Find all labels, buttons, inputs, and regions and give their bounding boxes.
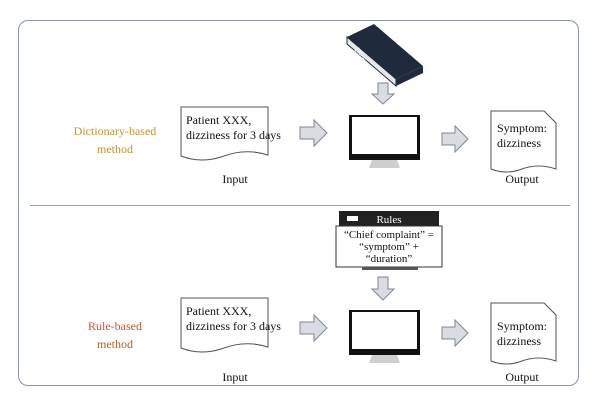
document-icon [490,302,557,365]
dictionary-method-label: Dictionary-based method [60,122,170,158]
dictionary-method-line2: method [97,142,133,156]
bottom-input-caption: Input [222,370,248,384]
arrow-down-icon [370,82,396,105]
arrow-right-icon [441,318,469,348]
section-divider [30,205,570,206]
top-input-text: Patient XXX, dizziness for 3 days [186,113,281,143]
rule-method-line1: Rule-based [88,319,142,333]
rule-line1: “Chief complaint” = [344,229,434,241]
document-icon [490,110,557,173]
rule-line3: “duration” [365,253,413,265]
top-output-caption: Output [505,172,539,186]
top-input-caption: Input [222,172,248,186]
monitor-icon [349,310,420,363]
top-input-line1: Patient XXX, [186,113,252,127]
rules-text: “Chief complaint” = “symptom” + “duratio… [336,229,442,265]
bottom-input-line1: Patient XXX, [186,304,252,318]
top-output-line1: Symptom: [497,121,548,135]
bottom-input-text: Patient XXX, dizziness for 3 days [186,304,281,334]
rule-method-label: Rule-based method [70,317,160,353]
dictionary-method-line1: Dictionary-based [73,124,157,138]
bottom-input-line2: dizziness for 3 days [186,319,281,333]
rule-line2: “symptom” + [359,241,419,253]
document-icon [180,106,269,161]
arrow-right-icon [299,313,328,343]
arrow-right-icon [441,124,469,154]
bottom-output-line1: Symptom: [497,319,548,333]
top-output-line2: dizziness [497,136,541,150]
top-output-text: Symptom: dizziness [497,121,547,151]
bottom-output-text: Symptom: dizziness [497,319,547,349]
arrow-right-icon [299,118,328,148]
bottom-output-line2: dizziness [497,334,541,348]
top-input-line2: dizziness for 3 days [186,128,281,142]
arrow-down-icon [370,276,396,301]
document-icon [180,297,269,353]
monitor-icon [349,115,420,168]
book-icon [346,24,423,88]
rules-panel-icon [335,211,443,270]
bottom-output-caption: Output [505,370,539,384]
rule-method-line2: method [97,337,133,351]
diagram-frame [18,20,579,386]
rules-title: Rules [376,214,402,226]
